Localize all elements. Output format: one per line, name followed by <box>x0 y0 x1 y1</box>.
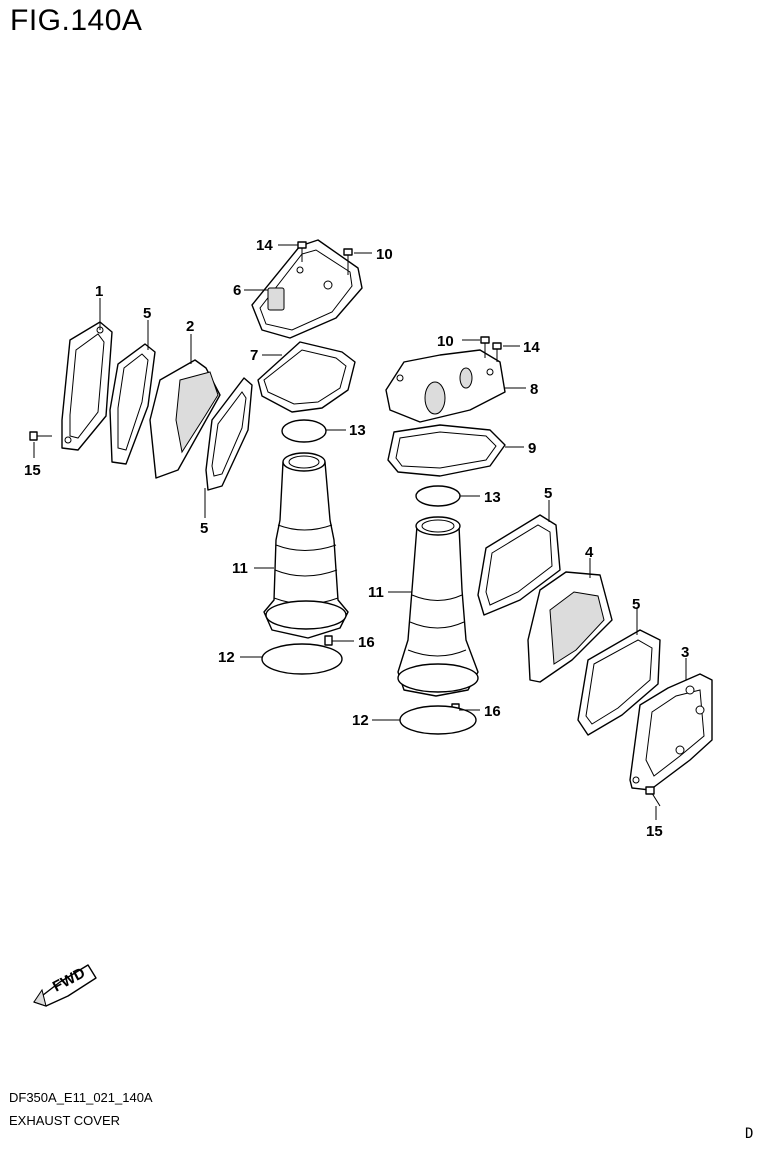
callout-11: 11 <box>232 560 248 577</box>
callout-7: 7 <box>250 347 258 364</box>
bolt-15-left <box>29 431 52 441</box>
bolt-10-right <box>480 336 490 358</box>
diagram-name: EXHAUST COVER <box>9 1113 121 1128</box>
bolt-10-top <box>343 248 353 275</box>
part-11-exhaust-tube-left <box>263 452 349 639</box>
part-9-gasket-right <box>387 424 506 477</box>
part-7-gasket <box>257 341 356 413</box>
callout-12: 12 <box>352 712 369 729</box>
part-1-plate <box>61 321 113 451</box>
callout-15: 15 <box>24 462 41 479</box>
callout-15: 15 <box>646 823 663 840</box>
part-5-gasket-left-a <box>109 343 156 465</box>
part-5-gasket-right-b <box>577 629 661 736</box>
page-letter: D <box>745 1126 754 1142</box>
callout-1: 1 <box>95 283 103 300</box>
callout-13: 13 <box>484 489 501 506</box>
callout-2: 2 <box>186 318 194 335</box>
part-13-o-ring-right <box>415 485 461 507</box>
bolt-15-right <box>645 786 661 807</box>
callout-16: 16 <box>358 634 375 651</box>
callout-5: 5 <box>632 596 640 613</box>
callout-6: 6 <box>233 282 241 299</box>
part-16-pin-left <box>324 635 333 646</box>
part-5-gasket-right-a <box>477 514 561 616</box>
callout-4: 4 <box>585 544 594 561</box>
callout-12: 12 <box>218 649 235 666</box>
figure-title: FIG.140A <box>10 4 143 37</box>
callout-14: 14 <box>256 237 273 254</box>
part-5-gasket-left-b <box>205 377 253 491</box>
fwd-arrow-icon: FWD <box>33 964 97 1007</box>
part-11-exhaust-tube-right <box>397 516 479 697</box>
callout-9: 9 <box>528 440 536 457</box>
callout-10: 10 <box>376 246 393 263</box>
callout-10: 10 <box>437 333 454 350</box>
part-13-o-ring-left <box>281 419 327 443</box>
leader-lines <box>33 244 687 820</box>
callout-13: 13 <box>349 422 366 439</box>
callout-11: 11 <box>368 584 384 601</box>
callout-16: 16 <box>484 703 501 720</box>
diagram-code: DF350A_E11_021_140A <box>9 1090 153 1105</box>
part-8-cover-right <box>385 349 506 423</box>
part-3-plate <box>629 673 713 791</box>
callout-5: 5 <box>200 520 208 537</box>
part-4-cover <box>527 571 613 683</box>
callout-14: 14 <box>523 339 540 356</box>
callout-8: 8 <box>530 381 538 398</box>
callouts: 14 10 6 1 5 2 7 10 14 8 15 13 9 5 13 5 4… <box>24 237 689 840</box>
callout-3: 3 <box>681 644 689 661</box>
callout-5: 5 <box>544 485 552 502</box>
callout-5: 5 <box>143 305 151 322</box>
part-2-cover <box>149 359 221 479</box>
bolt-14-right <box>492 342 502 362</box>
part-12-o-ring-left <box>261 643 343 675</box>
